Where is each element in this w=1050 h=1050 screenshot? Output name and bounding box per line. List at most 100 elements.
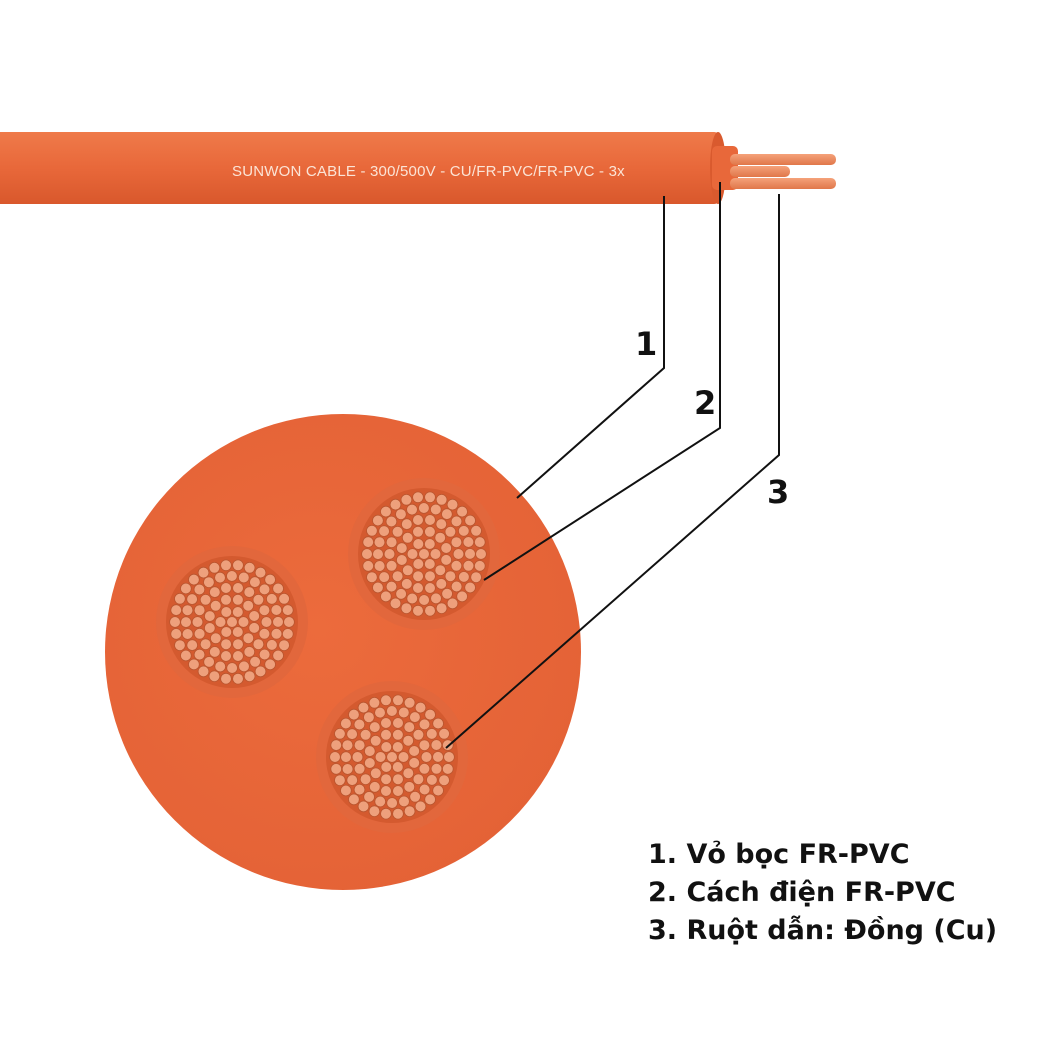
copper-strand: [414, 800, 427, 813]
copper-strand: [208, 670, 221, 682]
copper-strand: [406, 503, 418, 516]
copper-strand: [238, 571, 250, 584]
copper-strand: [278, 639, 290, 651]
copper-strand: [403, 781, 416, 793]
copper-strand: [193, 604, 206, 616]
copper-strand: [378, 571, 391, 583]
copper-strand: [430, 762, 443, 775]
copper-strand: [204, 610, 216, 622]
copper-strand: [380, 717, 392, 729]
copper-strand: [380, 590, 392, 603]
copper-strand: [359, 773, 372, 785]
copper-strand: [357, 800, 370, 813]
copper-strand: [475, 548, 487, 560]
copper-strand: [389, 498, 402, 511]
copper-strand: [188, 658, 200, 671]
copper-strand: [457, 525, 470, 537]
copper-strand: [359, 728, 372, 741]
copper-strand: [334, 727, 346, 740]
copper-strand: [220, 559, 232, 572]
copper-strand: [214, 571, 226, 584]
copper-strand: [226, 616, 238, 628]
copper-strand: [434, 531, 447, 544]
copper-strand: [406, 592, 419, 605]
copper-strand: [400, 602, 413, 614]
copper-strand: [412, 604, 424, 617]
copper-strand: [438, 774, 450, 786]
copper-strand: [402, 767, 415, 779]
copper-strand: [403, 805, 416, 817]
copper-strand: [258, 627, 271, 640]
copper-strand: [400, 578, 413, 590]
copper-strand: [412, 558, 425, 570]
copper-strand: [369, 767, 382, 780]
copper-strand: [232, 606, 244, 618]
copper-strand: [341, 739, 354, 751]
copper-strand: [341, 763, 354, 775]
copper-strand: [412, 525, 424, 538]
copper-strand: [446, 597, 459, 610]
copper-strand: [199, 593, 212, 606]
copper-strand: [450, 536, 463, 548]
copper-strand: [334, 774, 346, 786]
copper-strand: [424, 514, 436, 526]
copper-strand: [281, 604, 294, 616]
copper-strand: [188, 573, 200, 586]
copper-strand: [385, 515, 398, 528]
copper-strand: [170, 628, 183, 640]
callout-number-3: 3: [767, 473, 789, 511]
copper-strand: [380, 505, 392, 518]
copper-strand: [362, 560, 375, 572]
copper-strand: [372, 548, 384, 560]
copper-strand: [208, 561, 221, 574]
leader-line-3: [445, 194, 780, 749]
copper-strand: [435, 493, 448, 506]
copper-strand: [395, 542, 408, 554]
copper-strand: [412, 491, 424, 504]
callout-number-1: 1: [635, 325, 657, 363]
copper-strand: [368, 805, 381, 817]
copper-strand: [401, 531, 414, 544]
callout-number-2: 2: [694, 384, 716, 422]
copper-strand: [252, 593, 265, 606]
copper-strand: [249, 576, 261, 588]
copper-strand: [220, 638, 232, 650]
copper-strand: [441, 763, 454, 775]
copper-strand: [243, 586, 256, 598]
copper-strand: [398, 795, 410, 808]
copper-strand: [424, 708, 436, 721]
copper-strand: [353, 783, 366, 796]
copper-strand: [441, 587, 453, 600]
copper-strand: [180, 649, 192, 662]
copper-strand: [400, 518, 413, 530]
copper-strand: [401, 564, 414, 577]
copper-strand: [248, 610, 261, 622]
copper-strand: [353, 718, 366, 731]
copper-strand: [373, 536, 386, 548]
copper-strand: [258, 604, 271, 616]
copper-strand: [258, 648, 271, 661]
copper-strand: [464, 514, 476, 527]
copper-strand: [464, 581, 476, 594]
copper-strand: [232, 650, 244, 662]
copper-strand: [272, 616, 284, 628]
copper-strand: [243, 670, 256, 682]
copper-strand: [424, 525, 436, 538]
copper-strand: [260, 616, 273, 628]
cable-print-text: SUNWON CABLE - 300/500V - CU/FR-PVC/FR-P…: [232, 163, 625, 180]
copper-strand: [363, 711, 375, 723]
copper-strand: [197, 665, 210, 678]
copper-strand: [373, 560, 386, 572]
copper-strand: [380, 807, 392, 820]
copper-strand: [220, 672, 232, 685]
copper-strand: [464, 548, 476, 560]
copper-strand: [418, 548, 430, 560]
copper-strand: [392, 728, 404, 741]
copper-strand: [278, 592, 290, 605]
copper-strand: [266, 639, 278, 651]
copper-strand: [432, 717, 444, 730]
copper-strand: [429, 503, 442, 516]
copper-strand: [362, 536, 375, 548]
copper-strand: [412, 728, 425, 741]
